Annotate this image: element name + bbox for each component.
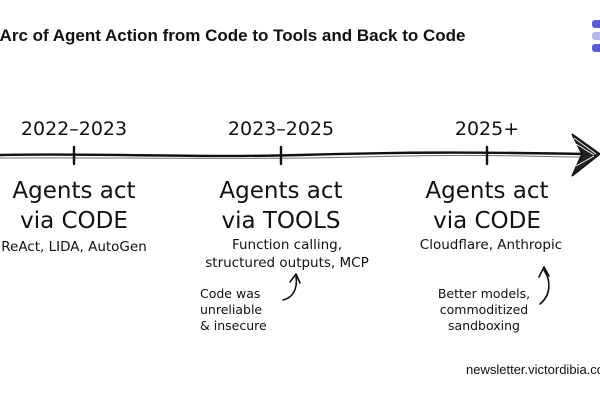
- stage-3-mode-line1: Agents act: [425, 178, 549, 204]
- note-left-line3: & insecure: [200, 318, 267, 333]
- note-left-line1: Code was: [200, 286, 261, 301]
- stage-2-mode-line2: via TOOLS: [221, 208, 341, 234]
- timeline-line-sketch: [0, 154, 583, 159]
- timeline-arrowhead: [571, 133, 600, 177]
- stage-2-period: 2023–2025: [227, 118, 335, 140]
- stage-2-examples: Function calling, structured outputs, MC…: [187, 236, 387, 272]
- stage-1-mode-line1: Agents act: [12, 178, 136, 204]
- note-left-line2: unreliable: [200, 302, 263, 317]
- stage-3-period: 2025+: [454, 118, 520, 140]
- stage-3-mode: Agents act via CODE: [397, 176, 577, 236]
- note-left-arrow: [282, 273, 301, 301]
- stage-2-mode-line1: Agents act: [219, 178, 343, 204]
- stage-1-period: 2022–2023: [20, 118, 128, 140]
- stage-3-examples: Cloudflare, Anthropic: [419, 237, 563, 253]
- stage-1-mode-line2: via CODE: [20, 208, 128, 234]
- brand-logo: [592, 20, 600, 52]
- note-left: Code was unreliable & insecure: [200, 286, 267, 334]
- timeline-line: [0, 151, 587, 158]
- stage-2-examples-line1: Function calling,: [231, 237, 343, 253]
- note-right-line3: sandboxing: [448, 318, 520, 333]
- note-right-arrow: [538, 266, 550, 305]
- stage-1-examples: ReAct, LIDA, AutoGen: [1, 239, 147, 255]
- note-right-line2: commoditized: [439, 302, 529, 317]
- stage-3-mode-line2: via CODE: [433, 208, 541, 234]
- stage-2-examples-line2: structured outputs, MCP: [205, 255, 369, 271]
- note-right: Better models, commoditized sandboxing: [432, 286, 536, 334]
- stage-1-mode: Agents act via CODE: [0, 176, 164, 236]
- note-right-line1: Better models,: [437, 286, 531, 301]
- footer-url: newsletter.victordibia.com: [466, 362, 600, 377]
- page-title: e Arc of Agent Action from Code to Tools…: [0, 26, 466, 45]
- stage-2-mode: Agents act via TOOLS: [191, 176, 371, 236]
